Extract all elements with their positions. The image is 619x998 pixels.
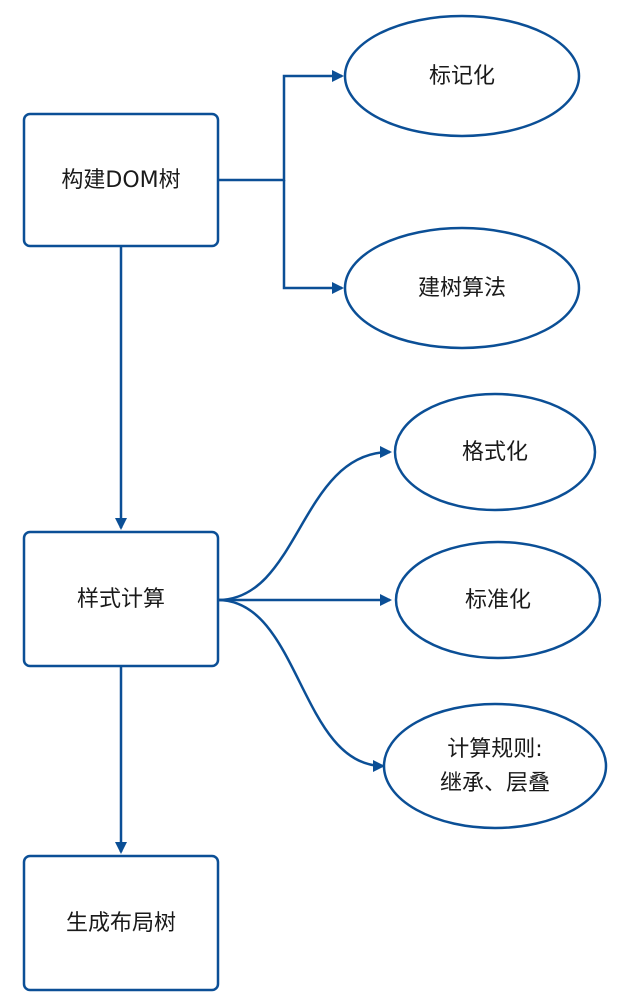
edges bbox=[115, 70, 392, 854]
node-build-dom-label: 构建DOM树 bbox=[61, 168, 180, 193]
node-formatting: 格式化 bbox=[393, 392, 597, 512]
node-standardize: 标准化 bbox=[394, 540, 602, 660]
node-tokenize-label: 标记化 bbox=[429, 64, 495, 89]
node-build-dom: 构建DOM树 bbox=[22, 112, 220, 248]
node-style-compute-box bbox=[22, 530, 220, 668]
node-tree-build-label: 建树算法 bbox=[418, 276, 506, 301]
edge-style-compute-to-compute-rules bbox=[217, 598, 385, 772]
node-formatting-ellipse bbox=[393, 392, 597, 512]
node-compute-rules-label-line1: 计算规则: bbox=[447, 737, 542, 762]
edge-build-dom-to-tokenize bbox=[218, 70, 344, 182]
node-tokenize: 标记化 bbox=[343, 14, 581, 138]
node-style-compute: 样式计算 bbox=[22, 530, 220, 668]
node-tree-build: 建树算法 bbox=[343, 226, 581, 350]
node-compute-rules: 计算规则: 继承、层叠 bbox=[382, 702, 608, 830]
node-tokenize-ellipse bbox=[343, 14, 581, 138]
node-formatting-label: 格式化 bbox=[462, 440, 528, 465]
node-layout-tree-box bbox=[22, 854, 220, 992]
node-build-dom-box bbox=[22, 112, 220, 248]
edge-build-dom-to-tree-build bbox=[282, 180, 344, 294]
node-standardize-label: 标准化 bbox=[465, 588, 531, 613]
node-tree-build-ellipse bbox=[343, 226, 581, 350]
node-layout-tree: 生成布局树 bbox=[22, 854, 220, 992]
node-layout-tree-label: 生成布局树 bbox=[66, 911, 176, 936]
edge-style-compute-to-formatting bbox=[217, 446, 392, 602]
node-compute-rules-ellipse bbox=[382, 702, 608, 830]
node-style-compute-label: 样式计算 bbox=[77, 587, 165, 612]
node-compute-rules-label-line2: 继承、层叠 bbox=[440, 771, 550, 796]
node-standardize-ellipse bbox=[394, 540, 602, 660]
